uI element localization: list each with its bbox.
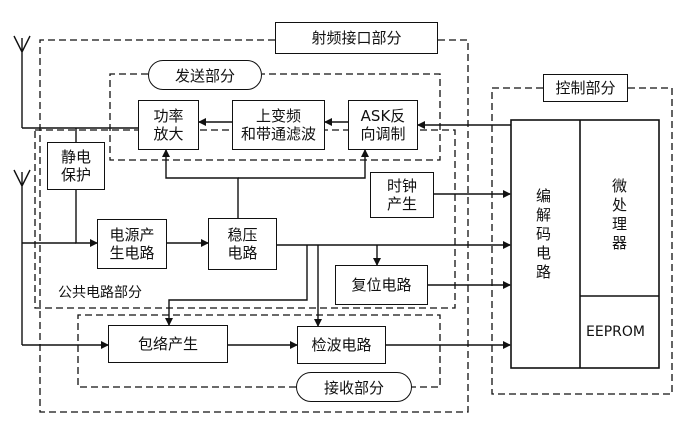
- upconvert-filter-block: 上变频 和带通滤波: [232, 100, 325, 150]
- receive-section-border: [77, 314, 441, 388]
- control-main-box: [510, 119, 660, 369]
- mcu-label: 微处理器: [610, 178, 628, 254]
- reset-circuit-block: 复位电路: [335, 265, 428, 305]
- transmit-section-label: 发送部分: [148, 60, 262, 90]
- control-section-border: [491, 87, 673, 395]
- esd-protection-block: 静电 保护: [47, 142, 105, 190]
- codec-label: 编解码电路: [534, 188, 552, 283]
- transmit-section-border: [109, 73, 441, 161]
- power-gen-block: 电源产 生电路: [97, 219, 167, 269]
- receive-section-label: 接收部分: [296, 372, 412, 402]
- clock-gen-block: 时钟 产生: [370, 172, 434, 218]
- antenna-mid-icon: [13, 169, 31, 345]
- control-section-label: 控制部分: [543, 74, 628, 102]
- detector-block: 检波电路: [297, 326, 386, 364]
- rf-interface-label: 射频接口部分: [275, 22, 438, 54]
- ask-modulation-block: ASK反 向调制: [348, 100, 418, 150]
- common-section-label: 公共电路部分: [58, 285, 142, 301]
- antenna-top-icon: [13, 35, 31, 128]
- envelope-gen-block: 包络产生: [108, 325, 228, 363]
- power-amp-block: 功率 放大: [138, 100, 199, 150]
- rf-section-border: [39, 39, 469, 413]
- eeprom-label: EEPROM: [586, 324, 645, 340]
- voltage-reg-block: 稳压 电路: [208, 218, 277, 270]
